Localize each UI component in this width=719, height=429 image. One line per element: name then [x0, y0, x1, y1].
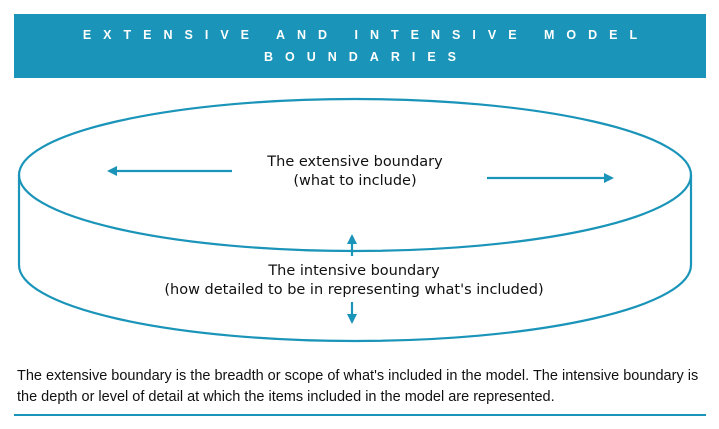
banner-title-line-2: BOUNDARIES	[263, 50, 469, 64]
caption-text: The extensive boundary is the breadth or…	[17, 368, 699, 405]
intensive-boundary-title: The intensive boundary	[268, 263, 440, 279]
intensive-boundary-label: The intensive boundary (how detailed to …	[100, 262, 608, 300]
bottom-divider	[14, 414, 706, 416]
extensive-boundary-label: The extensive boundary (what to include)	[205, 153, 505, 191]
extensive-boundary-subtitle: (what to include)	[293, 173, 417, 189]
title-banner: EXTENSIVE AND INTENSIVE MODEL BOUNDARIES	[14, 14, 706, 78]
intensive-boundary-subtitle: (how detailed to be in representing what…	[164, 282, 544, 298]
banner-title-line-1: EXTENSIVE AND INTENSIVE MODEL	[82, 28, 650, 42]
cylinder-body	[17, 175, 693, 343]
cylinder-top-ellipse	[17, 97, 693, 253]
extensive-boundary-title: The extensive boundary	[267, 154, 443, 170]
